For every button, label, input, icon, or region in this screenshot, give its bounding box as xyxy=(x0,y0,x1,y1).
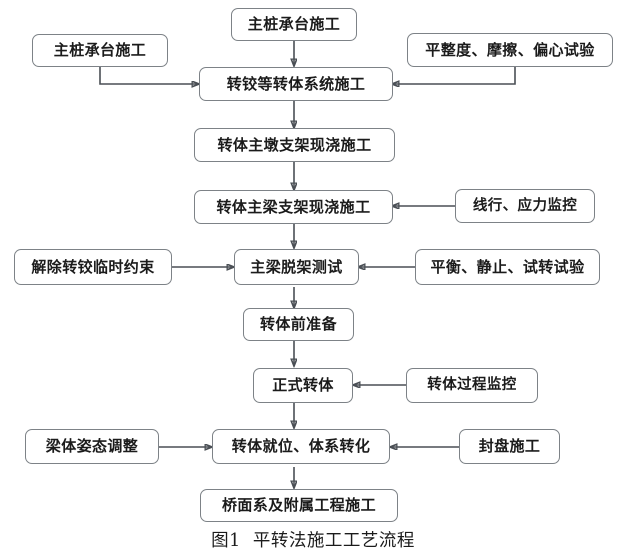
node-pier-bracket[interactable]: 转体主墩支架现浇施工 xyxy=(194,128,395,162)
wire-flatness-to-hinge xyxy=(392,67,516,84)
node-line-stress-monitor[interactable]: 线行、应力监控 xyxy=(455,189,595,223)
node-hinge-system[interactable]: 转铰等转体系统施工 xyxy=(199,67,393,101)
node-beam-attitude-adjust[interactable]: 梁体姿态调整 xyxy=(25,429,159,464)
node-sealing-construction[interactable]: 封盘施工 xyxy=(459,429,560,464)
node-formal-rotation[interactable]: 正式转体 xyxy=(253,368,353,403)
node-in-place-conversion[interactable]: 转体就位、体系转化 xyxy=(212,429,390,464)
figure-caption: 图1 平转法施工工艺流程 xyxy=(211,531,415,551)
node-pile-cap-left[interactable]: 主桩承台施工 xyxy=(32,34,168,67)
node-balance-test[interactable]: 平衡、静止、试转试验 xyxy=(415,249,600,285)
node-girder-bracket[interactable]: 转体主梁支架现浇施工 xyxy=(194,190,393,224)
node-pre-rotation-prep[interactable]: 转体前准备 xyxy=(243,308,354,341)
node-release-hinge[interactable]: 解除转铰临时约束 xyxy=(14,249,172,285)
wire-pilecap-left-to-hinge xyxy=(99,66,199,84)
node-flatness-test[interactable]: 平整度、摩擦、偏心试验 xyxy=(407,33,613,67)
node-deck-and-accessory[interactable]: 桥面系及附属工程施工 xyxy=(200,489,398,522)
node-girder-destress-test[interactable]: 主梁脱架测试 xyxy=(234,249,359,285)
node-pile-cap-top[interactable]: 主桩承台施工 xyxy=(231,8,357,41)
node-rotation-monitor[interactable]: 转体过程监控 xyxy=(406,368,538,403)
